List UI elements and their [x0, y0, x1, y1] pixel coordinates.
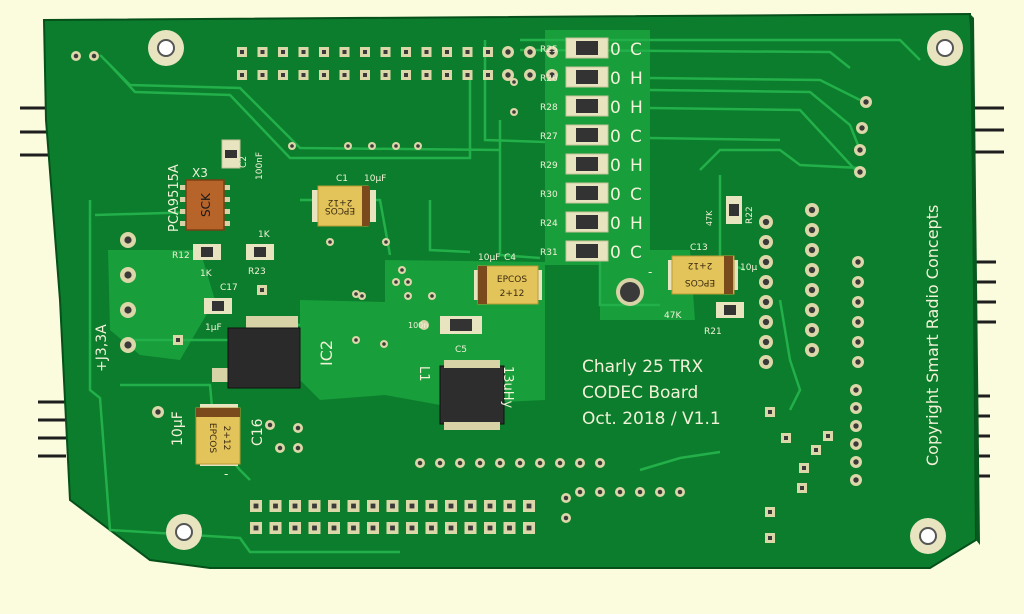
x3-part-label: PCA9515A	[167, 164, 182, 232]
x3-ref-label: X3	[192, 166, 208, 180]
power-label: +J3,3A	[94, 324, 110, 372]
resistor-tag-label: H	[630, 69, 643, 89]
r21-value-label: 47K	[664, 311, 682, 321]
c17-ref-label: C17	[220, 283, 238, 293]
c5-value-label: 100n	[408, 321, 428, 330]
resistor-ref-label: R30	[540, 190, 558, 200]
cap-c16: EPCOS 2+12 10µF C16 -	[170, 404, 266, 481]
c4-brand-label: EPCOS	[497, 275, 527, 285]
c16-value-label: 10µF	[170, 411, 186, 446]
mounting-holes	[148, 30, 963, 554]
ic2-ref-label: IC2	[317, 340, 336, 366]
test-point	[616, 278, 644, 306]
board-title-line2: CODEC Board	[582, 383, 698, 403]
svg-text:-: -	[648, 265, 652, 279]
resistor-tag-label: C	[630, 243, 642, 263]
c4-ref-label: C4	[504, 253, 516, 263]
pcb-board-edge	[970, 14, 980, 545]
c13-value-label: 10µ	[740, 263, 757, 273]
copyright-label: Copyright Smart Radio Concepts	[923, 205, 942, 466]
resistor-value-label: 0	[610, 40, 621, 60]
smd-r22: 47K R22	[705, 196, 755, 226]
resistor-value-label: 0	[610, 156, 621, 176]
smd-r21: 47K R21	[664, 302, 744, 337]
inductor-l1: L1 13uHy	[416, 360, 515, 430]
c4-code-label: 2+12	[500, 289, 525, 299]
resistor-value-label: 0	[610, 214, 621, 234]
pad-layer	[71, 46, 872, 543]
resistor-tag-label: C	[630, 185, 642, 205]
smd-c2: C2 100nF	[221, 139, 265, 180]
resistor-value-label: 0	[610, 185, 621, 205]
cap-c4: EPCOS 2+12 10µF C4	[474, 253, 542, 305]
resistor-ref-label: R24	[540, 219, 558, 229]
c5-ref-label: C5	[455, 345, 467, 355]
resistor-tag-label: H	[630, 214, 643, 234]
resistor-value-label: 0	[610, 98, 621, 118]
resistor-ref-label: R31	[540, 248, 558, 258]
smd-r12: R12 1K	[172, 244, 221, 279]
c1-value-label: 10µF	[364, 174, 386, 184]
smd-r23: R23 1K	[246, 230, 274, 277]
resistor-ref-label: R28	[540, 103, 558, 113]
resistor-ref-label: R29	[540, 161, 558, 171]
r12-ref-label: R12	[172, 251, 190, 261]
r21-ref-label: R21	[704, 327, 722, 337]
r22-ref-label: R22	[745, 206, 755, 224]
x3-chip-text: SCK	[199, 192, 213, 217]
resistor-value-label: 0	[610, 243, 621, 263]
cap-c13: 2+12 EPCOS C13 10µ -	[648, 243, 757, 295]
c13-brand-label: EPCOS	[685, 277, 715, 287]
c4-value-label: 10µF	[478, 253, 500, 263]
resistor-tag-label: C	[630, 40, 642, 60]
resistor-tag-label: C	[630, 127, 642, 147]
svg-text:-: -	[224, 467, 228, 481]
cap-c1: 2+12 EPCOS C1 10µF	[312, 174, 386, 227]
c13-ref-label: C13	[690, 243, 708, 253]
c16-code-label: 2+12	[221, 426, 231, 451]
r22-value-label: 47K	[705, 210, 714, 226]
resistor-ref-label: R27	[540, 132, 558, 142]
resistor-tag-label: H	[630, 156, 643, 176]
resistor-tag-label: H	[630, 98, 643, 118]
resistor-ref-label: R25	[540, 45, 558, 55]
resistor-value-label: 0	[610, 127, 621, 147]
r23-ref-label: R23	[248, 267, 266, 277]
c2-value-label: 100nF	[255, 152, 265, 180]
c1-ref-label: C1	[336, 174, 348, 184]
c1-brand-label: EPCOS	[325, 205, 355, 215]
ic-ic2: IC2	[212, 316, 336, 389]
c1-code-label: 2+12	[328, 197, 353, 207]
smd-c17: C17 1µF	[204, 283, 238, 333]
c13-code-label: 2+12	[688, 260, 713, 270]
ic-x3: SCK X3 PCA9515A	[167, 164, 230, 232]
c16-brand-label: EPCOS	[207, 423, 217, 453]
l1-ref-label: L1	[416, 366, 431, 382]
smd-c5: 100n C5	[408, 316, 482, 355]
r23-value-label: 1K	[258, 230, 271, 240]
resistor-value-label: 0	[610, 69, 621, 89]
l1-value-label: 13uHy	[500, 366, 515, 409]
resistor-ref-label: R26	[540, 74, 558, 84]
r12-value-label: 1K	[200, 269, 213, 279]
board-title-line3: Oct. 2018 / V1.1	[582, 409, 721, 429]
c16-ref-label: C16	[250, 418, 266, 446]
c17-value-label: 1µF	[205, 323, 222, 333]
copper-traces	[88, 38, 921, 554]
c2-ref-label: C2	[239, 156, 249, 168]
board-title-line1: Charly 25 TRX	[582, 357, 703, 377]
